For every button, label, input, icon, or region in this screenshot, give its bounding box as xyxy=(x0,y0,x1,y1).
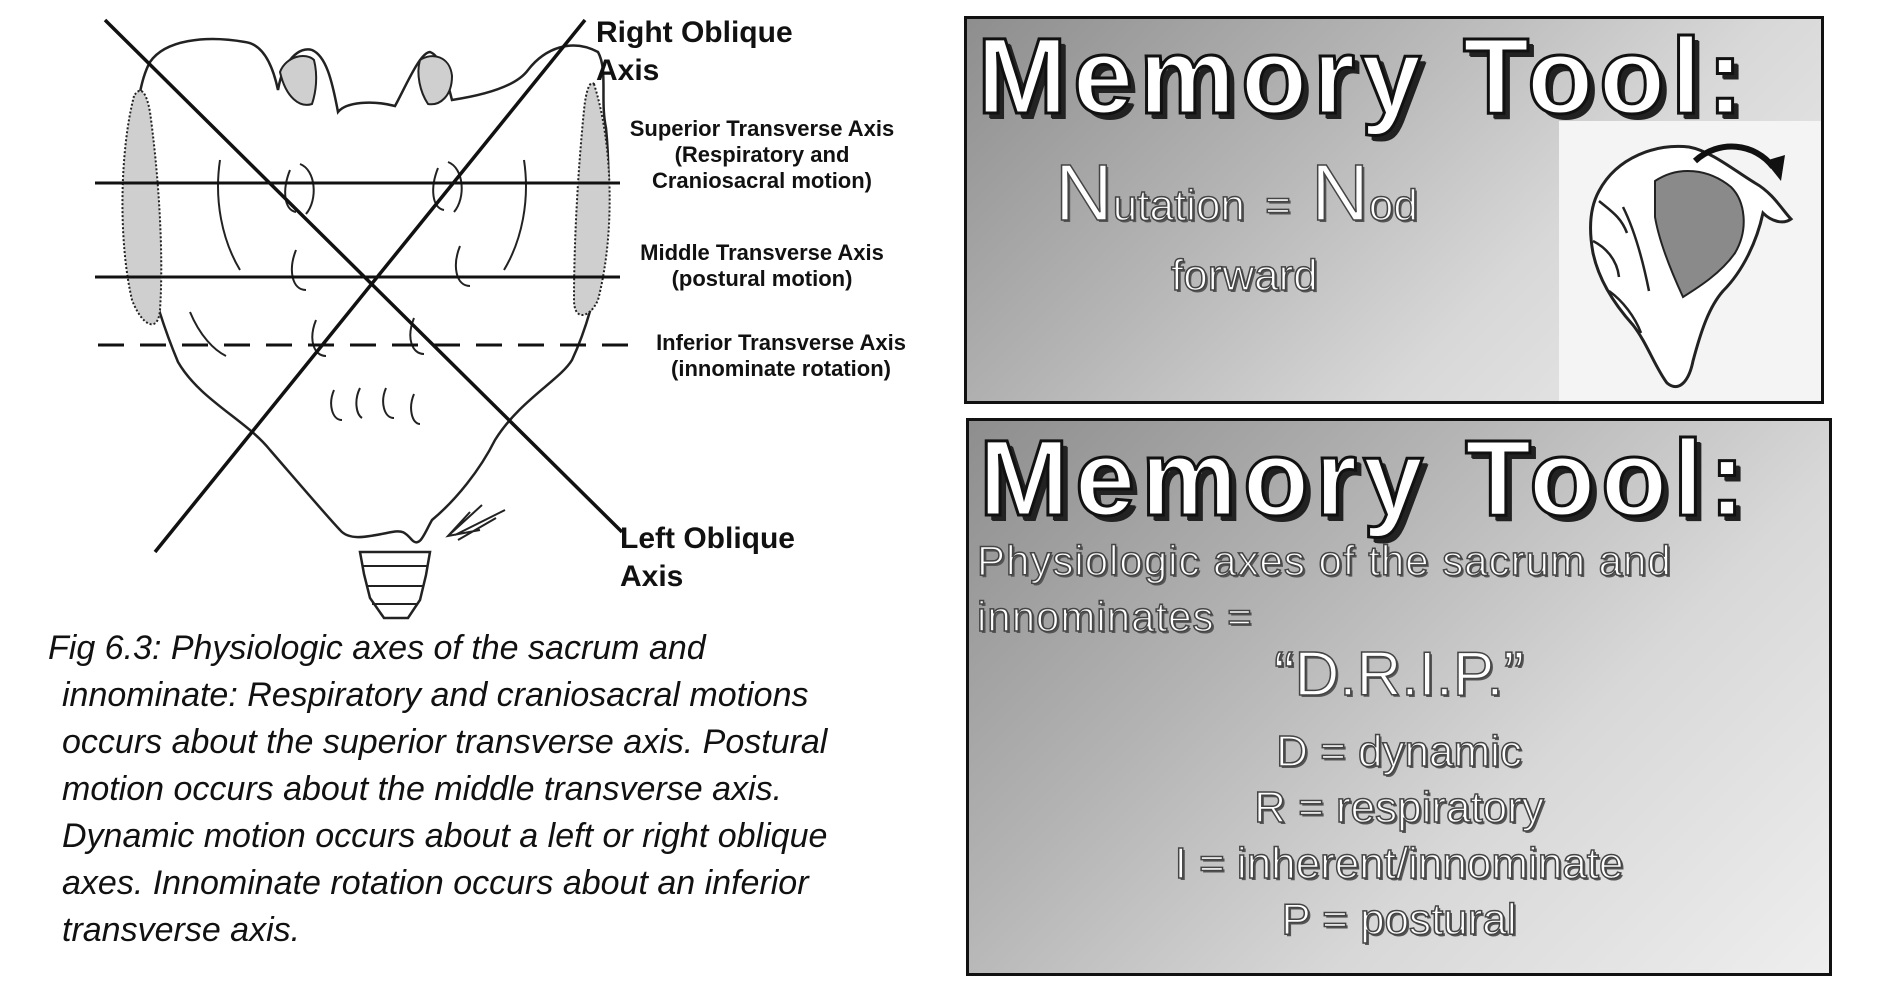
left-oblique-axis-label: Left Oblique Axis xyxy=(620,522,795,593)
drip-item-p: P = postural xyxy=(1281,894,1518,945)
sacrum-nutation-icon xyxy=(1589,143,1794,389)
memory-tool-heading: Memory Tool: xyxy=(976,16,1749,138)
right-ala-stipple xyxy=(572,82,611,316)
drip-item-i: I = inherent/innominate xyxy=(1174,838,1624,889)
left-oblique-axis-line xyxy=(153,18,587,554)
left-ala-stipple xyxy=(121,89,163,326)
right-oblique-axis-label: Right Oblique Axis xyxy=(596,16,793,87)
drip-mnemonic: “D.R.I.P.” xyxy=(1273,639,1525,710)
figure-caption: Fig 6.3: Physiologic axes of the sacrum … xyxy=(48,629,828,949)
left-superior-process xyxy=(278,55,318,106)
pointer-arrow xyxy=(445,504,506,541)
coccyx-segments xyxy=(362,565,428,605)
sacrum-axes-figure: Right Oblique Axis Superior Transverse A… xyxy=(0,0,960,640)
drip-item-r: R = respiratory xyxy=(1253,782,1544,833)
superior-transverse-axis-label: Superior Transverse Axis (Respiratory an… xyxy=(629,116,895,193)
right-superior-process xyxy=(417,55,454,106)
drip-intro-text: Physiologic axes of the sacrum and innom… xyxy=(976,536,1672,641)
memory-tool-drip-panel: Memory Tool: Physiologic axes of the sac… xyxy=(966,418,1832,976)
memory-tool-heading: Memory Tool: xyxy=(978,418,1751,540)
inferior-transverse-axis-label: Inferior Transverse Axis (innominate rot… xyxy=(656,330,906,381)
memory-tool-nutation-panel: Memory Tool: Nutation = Nod forward xyxy=(964,16,1824,404)
drip-item-d: D = dynamic xyxy=(1275,726,1522,777)
sacrum-nutation-illustration xyxy=(1559,121,1821,401)
middle-transverse-axis-label: Middle Transverse Axis (postural motion) xyxy=(640,240,884,291)
sacrum-outline xyxy=(132,37,610,544)
nutation-equals-nod: Nutation = Nod xyxy=(1054,147,1418,238)
sacrum-drawing xyxy=(95,18,630,620)
nod-forward-text: forward xyxy=(1170,250,1318,301)
